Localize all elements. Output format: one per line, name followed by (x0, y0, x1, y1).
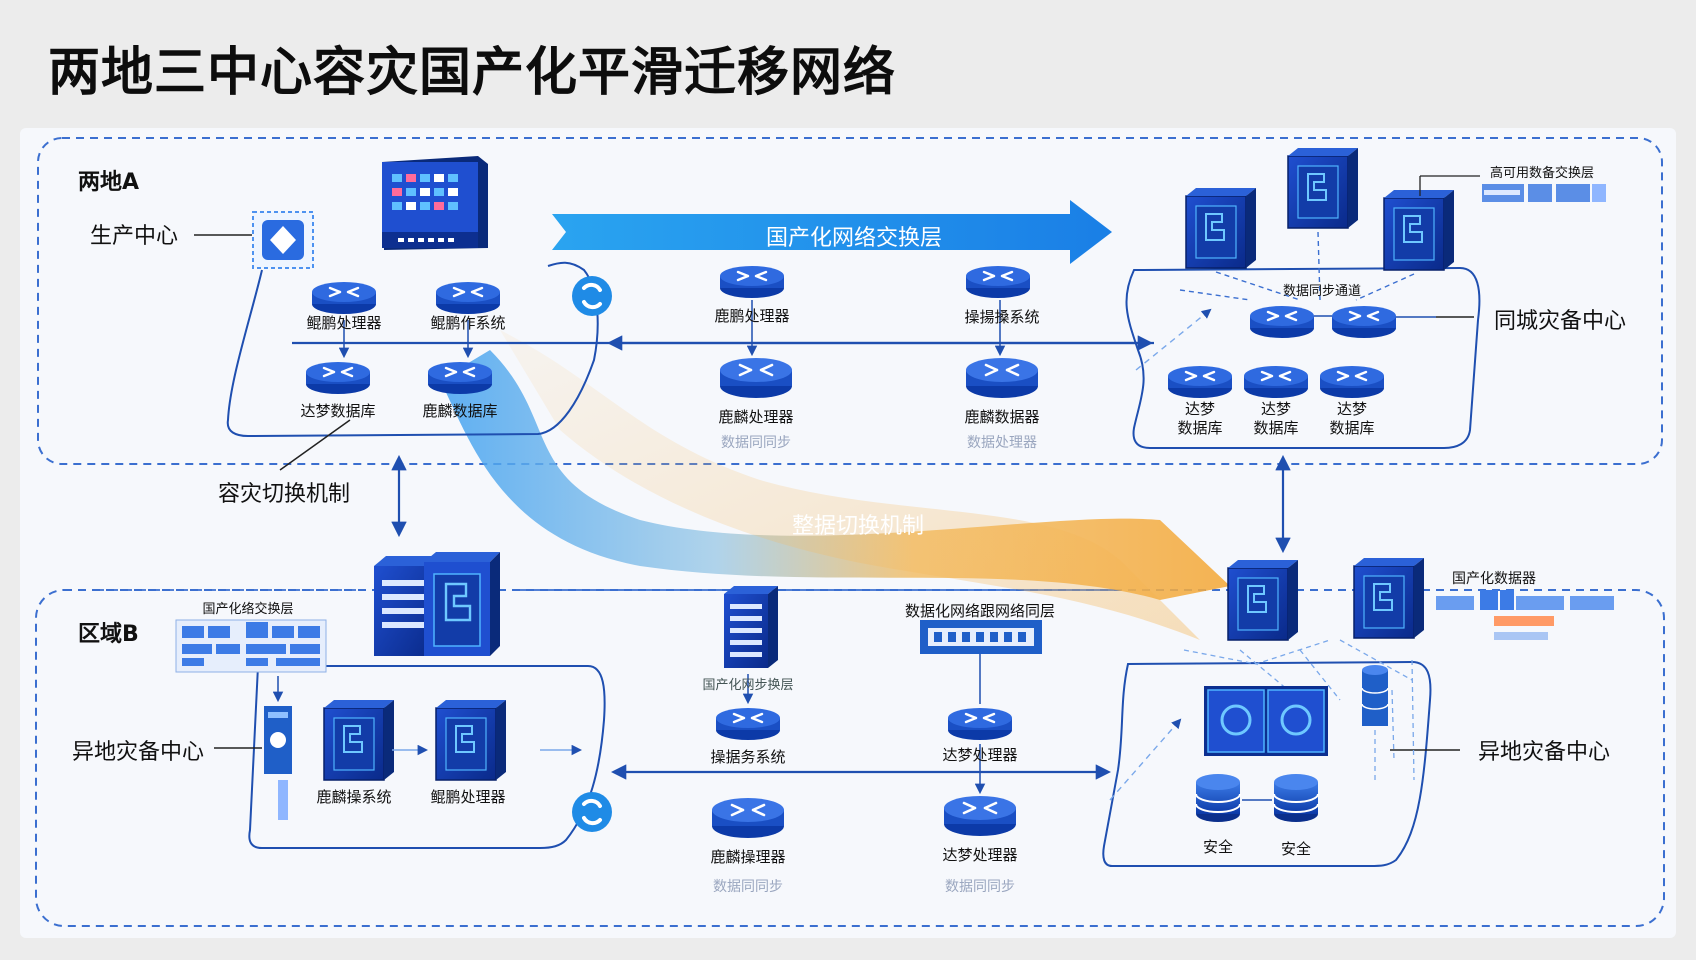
rack-remote-right-2 (1353, 557, 1425, 639)
remote-backup-left-label: 异地灾备中心 (72, 740, 205, 765)
region-b-outline (35, 589, 1665, 927)
router-kunpeng-a (310, 280, 378, 316)
security-db-1 (1195, 773, 1241, 823)
dameng-proc-1-label: 达梦处理器 (942, 746, 1018, 764)
router-kunpeng-mid (718, 264, 786, 300)
kylin-db-a-label: 鹿麟数据库 (422, 402, 498, 420)
rack-kunpeng-b (435, 699, 507, 781)
domestic-net-sync-label: 国产化网步换层 (702, 678, 794, 693)
kylin-db-mid-label: 鹿麟数据器 (964, 408, 1040, 426)
router-dameng-sc-2 (1242, 364, 1310, 400)
data-net-layer-label: 数据化网络跟网络同层 (904, 602, 1056, 620)
rack-remote-right-1 (1227, 559, 1299, 641)
kunpeng-proc-b-label: 鲲鹏处理器 (430, 788, 506, 806)
domestic-data-panel (1436, 590, 1614, 640)
router-kylin-db-a (426, 360, 494, 396)
a-mid-faint-1: 数据同同步 (721, 435, 791, 451)
remote-right-contour (1102, 660, 1432, 867)
router-ops-system (714, 706, 782, 742)
kylin-os-b-label: 鹿麟操系统 (316, 788, 392, 806)
b-mid-faint-2: 数据同同步 (945, 879, 1015, 895)
sync-icon-b (572, 792, 612, 832)
switch-os-label: 操揚搡系统 (964, 308, 1040, 326)
router-dameng-sc-1 (1166, 364, 1234, 400)
domestic-switch-panel-b (175, 619, 327, 673)
kunpeng-proc-mid-label: 鹿鹏处理器 (714, 307, 790, 325)
dameng-sc-3-label: 达梦数据库 (1329, 400, 1375, 437)
domestic-switch-layer-label: 国产化网络交换层 (765, 226, 943, 251)
ha-switch-panel (1482, 184, 1606, 202)
data-switch-label: 整据切换机制 (791, 514, 925, 539)
rack-same-city-3 (1383, 189, 1455, 271)
domestic-switch-arrow (552, 200, 1112, 264)
data-net-layer-device (920, 620, 1042, 654)
kylin-proc-mid-label: 鹿麟处理器 (718, 408, 794, 426)
kylin-op-label: 鹿麟操理器 (710, 848, 786, 866)
region-a-outline (37, 137, 1663, 465)
remote-left-device (264, 706, 292, 820)
router-kylin-mid (718, 356, 794, 400)
production-center-label: 生产中心 (90, 224, 179, 249)
same-city-backup-label: 同城灾备中心 (1494, 309, 1627, 334)
dameng-sc-2-label: 达梦数据库 (1253, 400, 1299, 437)
router-kylin-os (434, 280, 502, 316)
dameng-proc-2-label: 达梦处理器 (942, 846, 1018, 864)
router-kylin-db-mid (964, 356, 1040, 400)
data-sync-channel-label: 数据同步通道 (1282, 284, 1362, 299)
kylin-os-label: 鲲鹏作系统 (430, 314, 506, 332)
router-dameng-a (304, 360, 372, 396)
ops-system-label: 操据务系统 (710, 748, 786, 766)
data-switch-trail (500, 330, 1200, 640)
kunpeng-proc-a-label: 鲲鹏处理器 (306, 314, 382, 332)
security-2-label: 安全 (1280, 840, 1312, 858)
region-a-label: 两地A (78, 170, 140, 195)
dameng-db-a-label: 达梦数据库 (300, 402, 376, 420)
security-1-label: 安全 (1202, 838, 1234, 856)
production-monitor (382, 156, 488, 250)
ha-switch-label: 高可用数备交换层 (1489, 166, 1595, 181)
rack-kylin-os-b (323, 699, 395, 781)
b-mid-faint-1: 数据同同步 (713, 879, 783, 895)
production-contour (226, 261, 599, 438)
router-same-city-2 (1330, 304, 1398, 340)
production-center-icon (252, 211, 314, 269)
router-same-city-1 (1248, 304, 1316, 340)
server-b-top (374, 552, 500, 656)
region-b-label: 区域B (78, 622, 139, 647)
dr-switch-label: 容灾切换机制 (218, 482, 351, 507)
dameng-sc-1-label: 达梦数据库 (1177, 400, 1223, 437)
rack-same-city-1 (1185, 187, 1257, 269)
remote-right-storage (1361, 665, 1389, 726)
remote-backup-right-label: 异地灾备中心 (1478, 740, 1611, 765)
router-switch-os (964, 264, 1032, 300)
sync-icon-a (572, 276, 612, 316)
domestic-switch-b-label: 国产化络交换层 (202, 602, 294, 617)
remote-left-contour (248, 665, 606, 849)
remote-right-server-pair (1204, 686, 1328, 756)
security-db-2 (1273, 773, 1319, 823)
router-dameng-proc-2 (942, 794, 1018, 838)
router-dameng-proc-1 (946, 706, 1014, 742)
domestic-data-label: 国产化数据器 (1452, 571, 1536, 587)
router-kylin-op (710, 796, 786, 840)
router-dameng-sc-3 (1318, 364, 1386, 400)
server-sync-b (724, 586, 778, 668)
page-title: 两地三中心容灾国产化平滑迁移网络 (48, 43, 897, 103)
a-mid-faint-2: 数据处理器 (967, 435, 1037, 451)
rack-same-city-2 (1287, 147, 1359, 229)
